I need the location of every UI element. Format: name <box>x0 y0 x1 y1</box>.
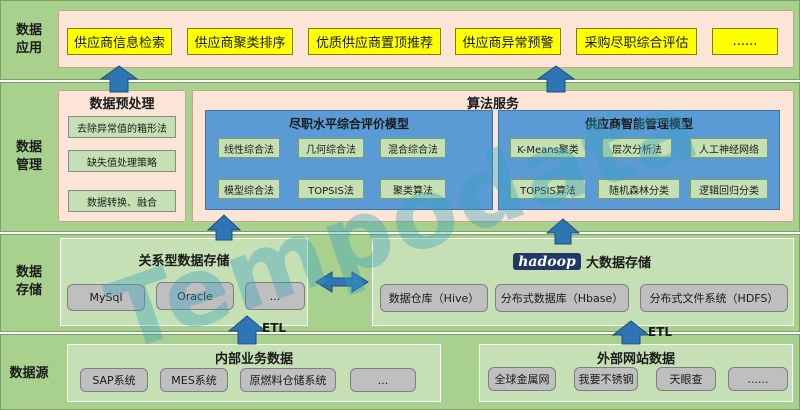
layer-label-application: 数据应用 <box>15 23 42 56</box>
layer-label-storage: 数据存储 <box>15 265 42 298</box>
layer-label-management: 数据管理 <box>15 140 42 173</box>
model-mixed-synthesis[interactable]: 混合综合法 <box>380 138 446 158</box>
preprocess-item-transform-merge[interactable]: 数据转换、融合 <box>68 190 176 212</box>
relational-storage-title: 关系型数据存储 <box>138 254 230 269</box>
model-logistic-regression[interactable]: 逻辑回归分类 <box>690 179 768 199</box>
source-mes[interactable]: MES系统 <box>160 368 228 392</box>
app-item-quality-supplier-recommend[interactable]: 优质供应商置顶推荐 <box>308 28 441 55</box>
source-tianyancha[interactable]: 天眼查 <box>656 367 716 391</box>
bigdata-storage-title: 大数据存储 <box>586 256 652 271</box>
app-item-supplier-search[interactable]: 供应商信息检索 <box>67 28 172 55</box>
model-topsis[interactable]: TOPSIS法 <box>298 179 364 199</box>
external-data-title: 外部网站数据 <box>596 352 675 367</box>
model-clustering[interactable]: 聚类算法 <box>380 179 446 199</box>
app-item-supplier-anomaly-alert[interactable]: 供应商异常预警 <box>455 28 561 55</box>
source-raw-material-warehouse[interactable]: 原燃料仓储系统 <box>240 368 336 392</box>
etl-label-left: ETL <box>262 321 287 335</box>
app-item-supplier-cluster-sort[interactable]: 供应商聚类排序 <box>187 28 293 55</box>
model-kmeans[interactable]: K-Means聚类 <box>510 138 586 158</box>
model-neural-network[interactable]: 人工神经网络 <box>690 138 768 158</box>
preprocess-item-boxplot[interactable]: 去除异常值的箱形法 <box>68 116 176 138</box>
source-global-metal[interactable]: 全球金属网 <box>488 367 556 391</box>
model-topsis-algorithm[interactable]: TOPSIS算法 <box>510 179 586 199</box>
db-more[interactable]: ... <box>245 282 305 310</box>
evaluation-model-title: 尽职水平综合评价模型 <box>288 117 409 131</box>
source-internal-more[interactable]: ... <box>350 368 416 392</box>
store-hbase[interactable]: 分布式数据库（Hbase） <box>495 284 629 312</box>
model-ahp[interactable]: 层次分析法 <box>602 138 672 158</box>
db-mysql[interactable]: MySql <box>67 284 145 311</box>
store-hive[interactable]: 数据仓库（Hive） <box>380 284 488 312</box>
source-stainless-steel[interactable]: 我要不锈钢 <box>574 367 638 391</box>
layer-label-source: 数据源 <box>9 366 49 381</box>
store-hdfs[interactable]: 分布式文件系统（HDFS） <box>640 284 788 312</box>
internal-data-title: 内部业务数据 <box>214 352 293 367</box>
model-model-synthesis[interactable]: 模型综合法 <box>218 179 280 199</box>
supplier-intelligence-title: 供应商智能管理模型 <box>584 117 693 131</box>
app-item-procurement-evaluation[interactable]: 采购尽职综合评估 <box>576 28 697 55</box>
model-random-forest[interactable]: 随机森林分类 <box>598 179 680 199</box>
algorithm-service-title: 算法服务 <box>466 97 519 112</box>
preprocess-title: 数据预处理 <box>89 97 155 112</box>
preprocess-item-missing-values[interactable]: 缺失值处理策略 <box>68 150 176 172</box>
hadoop-logo: hadoop <box>513 253 581 270</box>
model-geometric-synthesis[interactable]: 几何综合法 <box>298 138 364 158</box>
etl-label-right: ETL <box>648 325 673 339</box>
source-sap[interactable]: SAP系统 <box>80 368 148 392</box>
bigdata-storage-panel <box>372 238 794 326</box>
source-external-more[interactable]: ...... <box>728 367 788 391</box>
db-oracle[interactable]: Oracle <box>156 282 234 310</box>
model-linear-synthesis[interactable]: 线性综合法 <box>218 138 280 158</box>
app-item-more[interactable]: ...... <box>712 28 778 55</box>
